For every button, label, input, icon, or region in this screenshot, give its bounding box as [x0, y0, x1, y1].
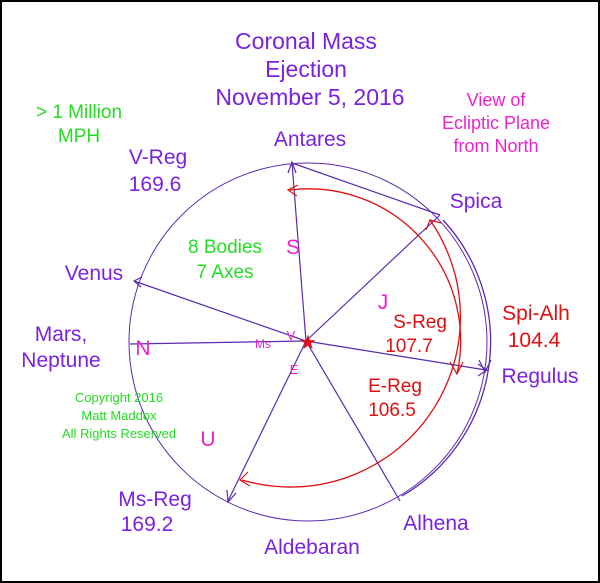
label-regulus: Regulus: [501, 365, 578, 388]
label-antares: Antares: [274, 128, 346, 151]
ms-reg-label: Ms-Reg: [118, 488, 192, 511]
marker-s: S: [286, 236, 300, 259]
ms-reg-value: 169.2: [121, 513, 174, 536]
bodies-note-line-2: 7 Axes: [196, 262, 253, 283]
sun-star-icon: ★: [299, 332, 317, 354]
label-aldebaran: Aldebaran: [264, 536, 360, 559]
arc-e-reg-tick-end: [239, 471, 251, 487]
arrow-antares: [287, 160, 297, 174]
view-note-line-3: from North: [453, 136, 538, 156]
s-reg-label: S-Reg: [393, 312, 447, 333]
view-note-line-2: Ecliptic Plane: [442, 113, 550, 133]
orbit-circle: [128, 162, 488, 522]
axis-aldebaran: [227, 340, 307, 502]
e-reg-label: E-Reg: [368, 376, 422, 397]
e-reg-value: 106.5: [368, 400, 416, 421]
label-alhena: Alhena: [403, 512, 469, 535]
axis-lines: [129, 162, 487, 502]
speed-note-line-2: MPH: [58, 126, 100, 147]
marker-j: J: [378, 291, 389, 314]
arc-s-reg-tick-start: [286, 184, 299, 197]
arrow-venus: [132, 276, 143, 288]
view-note-line-1: View of: [467, 90, 527, 110]
axis-venus: [133, 280, 307, 342]
label-mars-line-2: Neptune: [21, 349, 100, 372]
arc-s-reg-tick-end: [449, 361, 464, 376]
speed-note-line-1: > 1 Million: [36, 102, 122, 123]
copyright-line-3: All Rights Reserved: [62, 426, 176, 441]
copyright-line-2: Matt Maddox: [81, 408, 157, 423]
marker-ms: Ms: [255, 337, 271, 351]
spi-alh-value: 104.4: [508, 329, 561, 352]
title-line-2: Ejection: [265, 56, 347, 82]
axis-regulus: [305, 340, 487, 371]
arc-e-reg: [241, 219, 462, 488]
v-reg-value: 169.6: [129, 173, 182, 196]
arrow-regulus: [477, 363, 489, 377]
arc-e-reg-tick-start: [425, 219, 442, 231]
bodies-note-line-1: 8 Bodies: [188, 237, 262, 258]
s-reg-value: 107.7: [385, 336, 433, 357]
line-antares-spica: [291, 162, 441, 216]
label-venus: Venus: [65, 262, 123, 285]
marker-u: U: [200, 428, 215, 451]
marker-n: N: [135, 337, 150, 360]
marker-e: E: [290, 362, 299, 377]
axis-mars: [129, 340, 307, 345]
title-line-3: November 5, 2016: [215, 84, 404, 110]
spi-alh-label: Spi-Alh: [502, 302, 570, 325]
axis-alhena: [305, 340, 401, 502]
label-spica: Spica: [450, 190, 503, 213]
label-mars-line-1: Mars,: [35, 323, 88, 346]
arc-spi-alh-tick: [478, 359, 492, 374]
arc-spi-alh: [401, 219, 492, 497]
axis-antares: [291, 162, 307, 342]
axis-spica: [305, 214, 441, 342]
marker-v: V: [287, 328, 296, 343]
v-reg-label: V-Reg: [129, 146, 187, 169]
arrow-aldebaran: [226, 489, 237, 504]
title-line-1: Coronal Mass: [235, 28, 377, 54]
copyright-line-1: Copyright 2016: [75, 390, 163, 405]
